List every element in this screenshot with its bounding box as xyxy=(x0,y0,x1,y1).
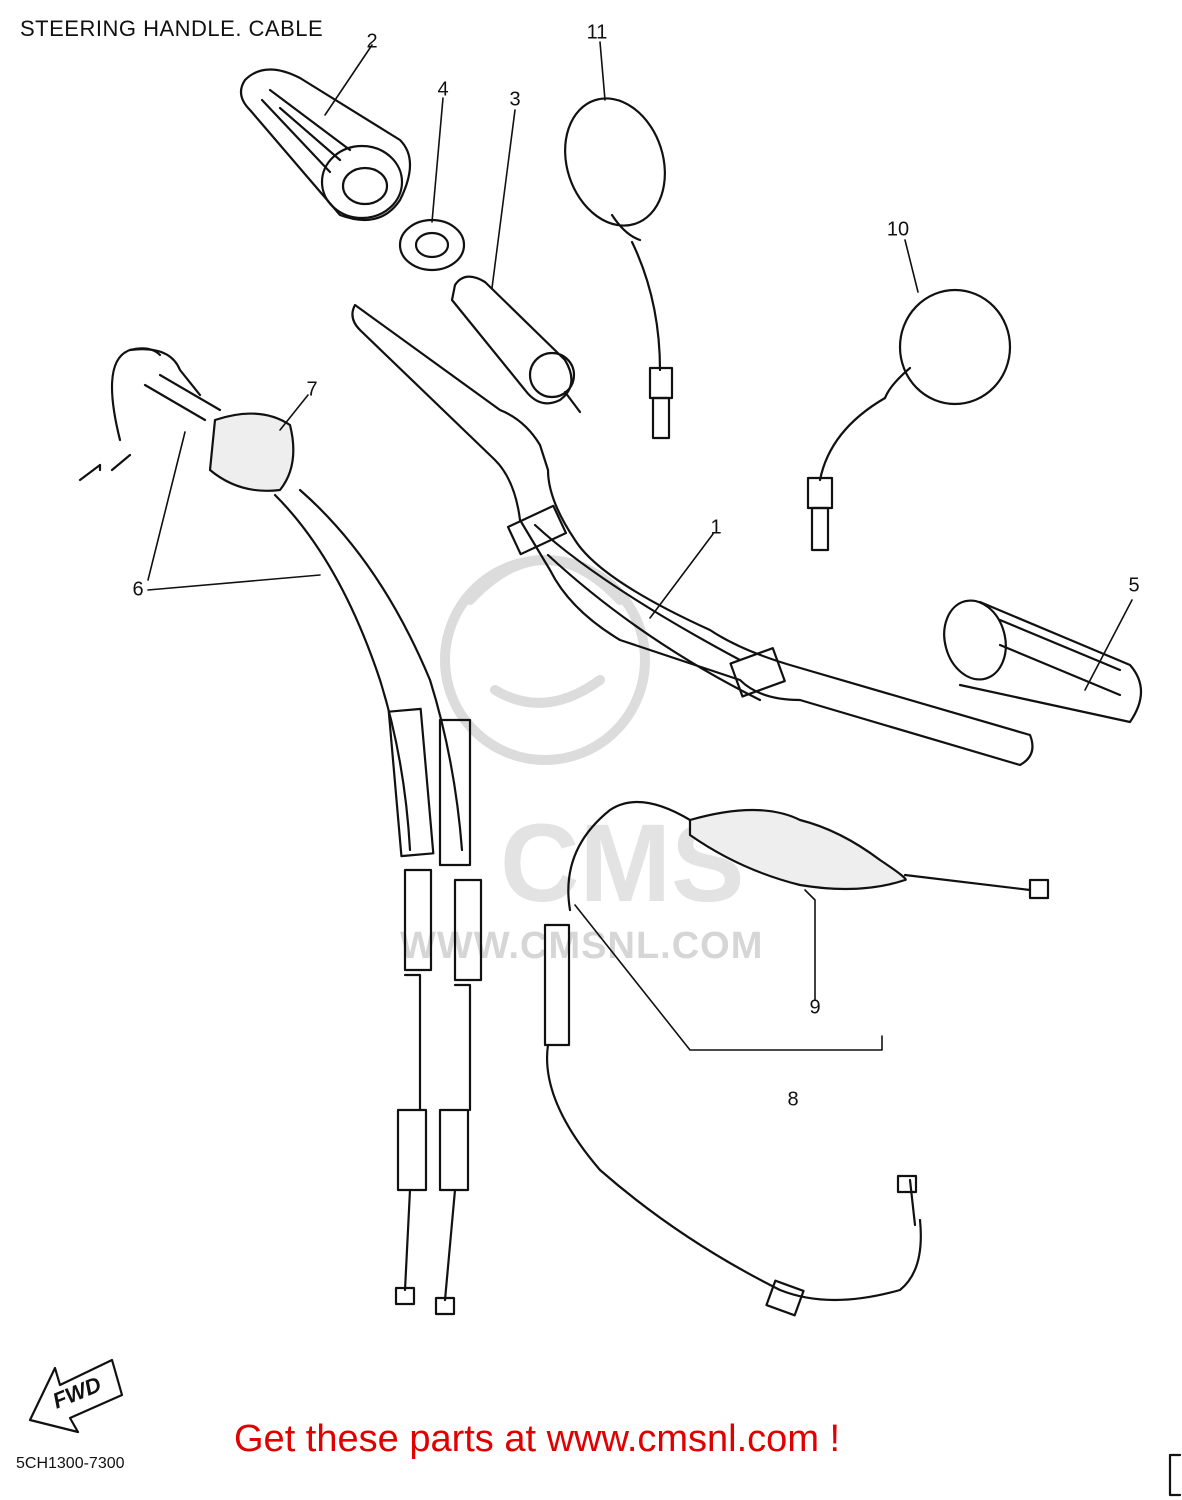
drawing-code: 5CH1300-7300 xyxy=(16,1455,125,1472)
handlebar xyxy=(351,303,1034,767)
callout-8: 8 xyxy=(787,1088,799,1111)
callout-11: 11 xyxy=(586,21,608,44)
callout-4: 4 xyxy=(437,78,449,101)
grip-guide-tube xyxy=(450,275,582,414)
callout-1: 1 xyxy=(710,516,722,539)
forward-arrow-icon xyxy=(28,1358,124,1434)
callout-5: 5 xyxy=(1128,574,1140,597)
throttle-cables xyxy=(78,347,483,1316)
callout-7: 7 xyxy=(306,378,318,401)
collar xyxy=(398,218,466,272)
callout-6: 6 xyxy=(132,578,144,601)
callout-3: 3 xyxy=(509,88,521,111)
clutch-cable xyxy=(543,800,1050,1317)
frame-bracket xyxy=(1168,1453,1182,1497)
watermark-url: WWW.CMSNL.COM xyxy=(400,925,764,967)
leader-lines xyxy=(147,41,1133,1051)
left-grip xyxy=(943,599,1142,724)
callout-2: 2 xyxy=(366,30,378,53)
mirror-right xyxy=(564,97,674,440)
page-title: STEERING HANDLE. CABLE xyxy=(20,16,324,41)
callout-10: 10 xyxy=(886,218,910,241)
promo-link[interactable]: Get these parts at www.cmsnl.com ! xyxy=(234,1418,841,1460)
throttle-grip xyxy=(239,68,411,222)
mirror-left xyxy=(806,288,1012,552)
watermark-mascot-icon xyxy=(440,555,650,765)
callout-9: 9 xyxy=(809,996,821,1019)
